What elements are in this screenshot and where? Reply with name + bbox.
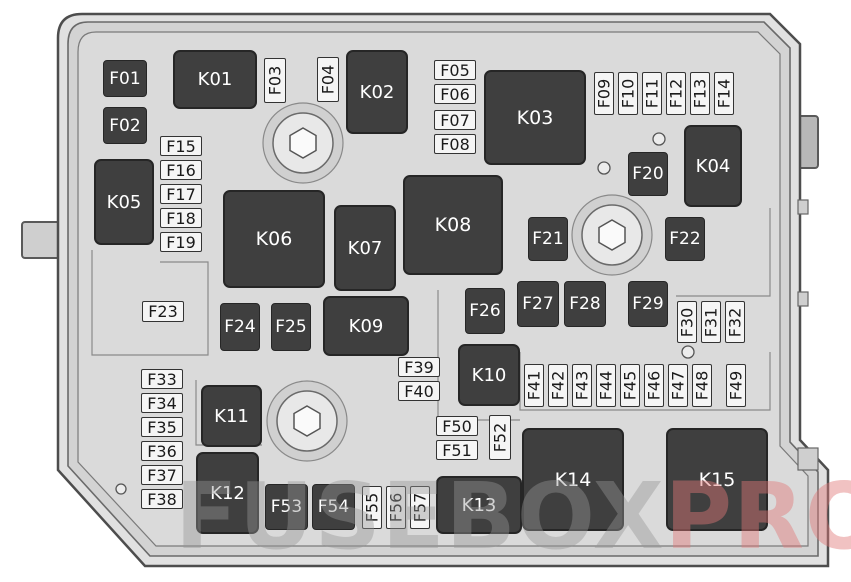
fuse-f24: F24	[220, 303, 260, 351]
fuse-f57: F57	[410, 486, 430, 529]
fuse-f49: F49	[726, 364, 746, 407]
fuse-f46: F46	[644, 364, 664, 407]
fuse-f15: F15	[160, 136, 202, 156]
fuse-f48: F48	[692, 364, 712, 407]
fuse-f09: F09	[594, 72, 614, 115]
relay-k13: K13	[436, 476, 522, 534]
relay-k03: K03	[484, 70, 586, 165]
fuse-f42: F42	[548, 364, 568, 407]
relay-k12: K12	[196, 452, 259, 534]
fuse-f23: F23	[142, 301, 184, 322]
relay-k02: K02	[346, 50, 408, 134]
fuse-f53: F53	[265, 484, 308, 530]
fuse-f07: F07	[434, 110, 476, 130]
relay-k11: K11	[201, 385, 262, 447]
fuse-f33: F33	[141, 369, 183, 389]
fuse-f55: F55	[362, 486, 382, 529]
fuse-f35: F35	[141, 417, 183, 437]
fuse-f34: F34	[141, 393, 183, 413]
fuse-f56: F56	[386, 486, 406, 529]
fuse-f20: F20	[628, 152, 668, 196]
fuse-f39: F39	[398, 357, 440, 377]
fuse-f22: F22	[665, 217, 705, 261]
fuse-f12: F12	[666, 72, 686, 115]
fuse-f28: F28	[564, 281, 606, 327]
fuse-f13: F13	[690, 72, 710, 115]
fuse-f11: F11	[642, 72, 662, 115]
relay-k04: K04	[684, 125, 742, 207]
relay-k07: K07	[334, 205, 396, 291]
fuse-f54: F54	[312, 484, 355, 530]
fuse-f08: F08	[434, 134, 476, 154]
fuse-f38: F38	[141, 489, 183, 509]
left-connector	[21, 221, 63, 259]
fuse-f30: F30	[677, 301, 697, 343]
fuse-f18: F18	[160, 208, 202, 228]
fuse-f05: F05	[434, 60, 476, 80]
fuse-f17: F17	[160, 184, 202, 204]
fuse-f50: F50	[436, 416, 478, 436]
fuse-f21: F21	[528, 217, 568, 261]
bolt-center-right	[571, 194, 653, 276]
fuse-f52: F52	[489, 415, 511, 460]
fuse-f14: F14	[714, 72, 734, 115]
fuse-f43: F43	[572, 364, 592, 407]
fuse-f04: F04	[317, 57, 339, 102]
fuse-f27: F27	[517, 281, 559, 327]
fuse-f36: F36	[141, 441, 183, 461]
fuse-f51: F51	[436, 440, 478, 460]
fuse-f10: F10	[618, 72, 638, 115]
fuse-f44: F44	[596, 364, 616, 407]
fuse-f37: F37	[141, 465, 183, 485]
fuse-f45: F45	[620, 364, 640, 407]
fuse-f40: F40	[398, 381, 440, 401]
relay-k10: K10	[458, 344, 520, 406]
fuse-f31: F31	[701, 301, 721, 343]
relay-k15: K15	[666, 428, 768, 531]
relay-k09: K09	[323, 296, 409, 356]
fuse-f47: F47	[668, 364, 688, 407]
fuse-f41: F41	[524, 364, 544, 407]
relay-k14: K14	[522, 428, 624, 531]
fuse-f25: F25	[271, 303, 311, 351]
fuse-f19: F19	[160, 232, 202, 252]
relay-k08: K08	[403, 175, 503, 275]
fuse-f16: F16	[160, 160, 202, 180]
fuse-f26: F26	[465, 288, 505, 334]
fuse-f29: F29	[628, 281, 668, 327]
relay-k06: K06	[223, 190, 325, 288]
fuse-f01: F01	[103, 60, 147, 97]
bolt-top-left	[262, 102, 344, 184]
relay-k01: K01	[173, 50, 257, 109]
bolt-bottom-left	[266, 380, 348, 462]
fuse-f02: F02	[103, 107, 147, 144]
fuse-f32: F32	[725, 301, 745, 343]
fuse-f03: F03	[264, 58, 286, 103]
fuse-f06: F06	[434, 84, 476, 104]
relay-k05: K05	[94, 159, 154, 245]
